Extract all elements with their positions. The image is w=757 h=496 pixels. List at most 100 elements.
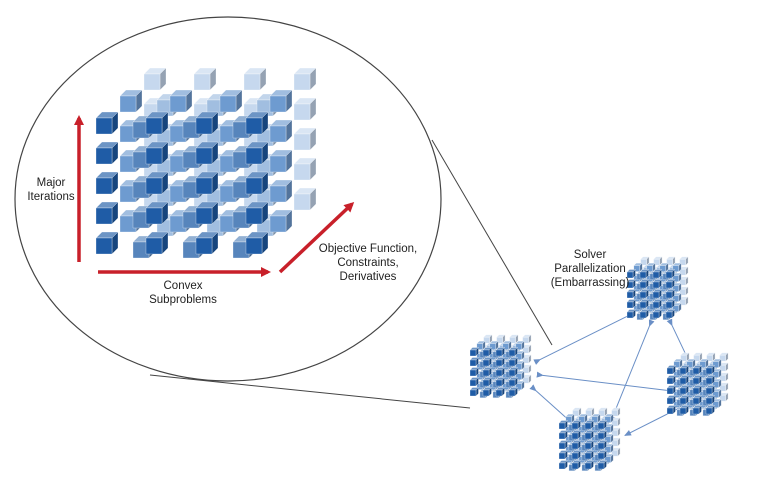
cube	[604, 413, 614, 423]
cube	[679, 365, 689, 375]
cube	[652, 279, 662, 289]
cube	[584, 460, 594, 470]
connector-arrow	[609, 319, 655, 423]
cube	[705, 385, 715, 395]
solver-cluster-top-right	[626, 256, 689, 321]
cube	[293, 127, 317, 151]
cube	[495, 347, 505, 357]
cube	[219, 89, 243, 113]
cube	[719, 352, 729, 362]
cube	[692, 375, 702, 385]
cube	[193, 67, 217, 91]
cube	[665, 299, 675, 309]
cube	[692, 385, 702, 395]
cube	[705, 365, 715, 375]
cube	[666, 395, 676, 405]
cube	[145, 141, 169, 165]
cube	[143, 67, 167, 91]
cube	[245, 141, 269, 165]
cube	[571, 460, 581, 470]
cube	[482, 367, 492, 377]
cube	[469, 357, 479, 367]
cube	[245, 231, 269, 255]
objective-function-arrow	[278, 201, 355, 274]
cube	[666, 365, 676, 375]
cube	[269, 149, 293, 173]
cube	[652, 269, 662, 279]
cube	[665, 269, 675, 279]
connector-arrow	[536, 371, 679, 394]
cube	[666, 405, 676, 415]
cube	[245, 171, 269, 195]
convex-subproblems-label: Convex Subproblems	[149, 280, 217, 306]
cube	[95, 231, 119, 255]
cube	[639, 279, 649, 289]
cube	[195, 231, 219, 255]
cube	[626, 289, 636, 299]
cube	[495, 367, 505, 377]
cube	[269, 89, 293, 113]
cube	[712, 358, 722, 368]
cube	[119, 89, 143, 113]
cube	[293, 97, 317, 121]
cube	[483, 334, 493, 344]
cube	[679, 286, 689, 296]
solver-cluster-bottom	[558, 407, 621, 472]
cube	[95, 201, 119, 225]
cube	[705, 375, 715, 385]
cube	[597, 440, 607, 450]
cube	[269, 179, 293, 203]
cube	[673, 358, 683, 368]
cube	[665, 309, 675, 319]
cube	[482, 377, 492, 387]
solver-cluster-left	[469, 334, 532, 399]
cube	[692, 365, 702, 375]
cube	[145, 231, 169, 255]
zoom-line-top	[431, 139, 553, 346]
cube	[640, 256, 650, 266]
cube	[245, 111, 269, 135]
cube	[469, 367, 479, 377]
cube	[469, 387, 479, 397]
objective-function-label: Objective Function, Constraints, Derivat…	[318, 243, 418, 283]
cube	[626, 309, 636, 319]
cube	[712, 378, 722, 388]
cube	[495, 387, 505, 397]
cube	[558, 420, 568, 430]
cube	[692, 395, 702, 405]
cube	[522, 374, 532, 384]
cube	[672, 262, 682, 272]
solver-parallelization-label: Solver Parallelization (Embarrassing)	[550, 249, 630, 289]
cube	[558, 450, 568, 460]
cube	[495, 377, 505, 387]
cube	[639, 269, 649, 279]
cube	[169, 89, 193, 113]
cube	[584, 440, 594, 450]
cube	[243, 67, 267, 91]
cube	[705, 395, 715, 405]
cube	[665, 279, 675, 289]
cube	[482, 347, 492, 357]
cube	[145, 111, 169, 135]
cube	[293, 67, 317, 91]
cube	[95, 141, 119, 165]
cube	[639, 289, 649, 299]
zoom-line-bottom	[149, 374, 471, 409]
cube	[508, 347, 518, 357]
cube	[571, 430, 581, 440]
solver-cluster-right	[666, 352, 729, 417]
cube	[269, 119, 293, 143]
cube	[584, 420, 594, 430]
cube	[626, 299, 636, 309]
cube	[679, 385, 689, 395]
cube	[95, 171, 119, 195]
cube	[597, 420, 607, 430]
connector-arrow	[533, 312, 636, 365]
cube	[195, 201, 219, 225]
cube	[679, 375, 689, 385]
cube	[293, 157, 317, 181]
cube	[597, 450, 607, 460]
cube	[652, 309, 662, 319]
